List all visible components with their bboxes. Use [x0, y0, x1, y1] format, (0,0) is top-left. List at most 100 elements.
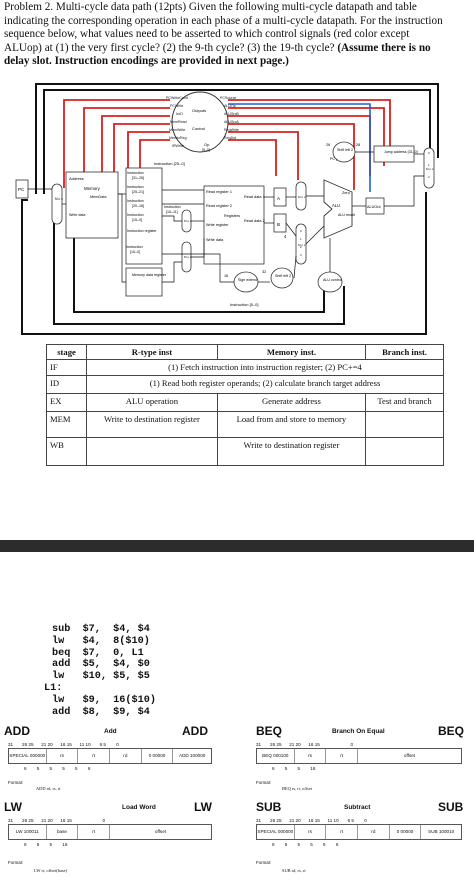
- sig-alusrca: ALUSrcA: [224, 120, 239, 124]
- ir-instruction-label-5: Instruction: [164, 205, 181, 209]
- problem-line-4: ALUop) at (1) the very first cycle? (2) …: [4, 42, 470, 56]
- mdr-label: Memory data register: [132, 273, 167, 277]
- sub-fields: SPECIAL 000000 rs rt rd 0 00000 SUB 1000…: [256, 824, 462, 840]
- sig-regdst: RegDst: [224, 136, 236, 140]
- ex-branch: Test and branch: [365, 393, 444, 412]
- stage-id: ID: [46, 375, 87, 394]
- ir-instruction-label-4: Instruction: [127, 213, 144, 217]
- add-field-widths: 6 5 5 5 5 6: [24, 766, 91, 771]
- lw-format-label: Format:: [8, 860, 24, 865]
- ir-bits-15-11: [15–11]: [166, 210, 178, 214]
- beq-format: BEQ rs, rt, offset: [282, 786, 313, 791]
- pcsrc-in-2: 2: [428, 175, 430, 179]
- table-row: ID (1) Read both register operands; (2) …: [46, 375, 444, 394]
- read-data-2: Read data 2: [244, 219, 265, 223]
- ir-bits-20-16: [20–16]: [132, 204, 144, 208]
- read-register-1: Read register 1: [206, 190, 232, 194]
- const-4: 4: [284, 234, 287, 239]
- alu-label: ALU: [332, 203, 340, 208]
- code-line-3: beq $7, 0, L1: [52, 647, 144, 659]
- add-fields: SPECIAL 000000 rs rt rd 0 00000 ADD 1000…: [8, 748, 212, 764]
- lw-field-opcode: LW 100011: [9, 825, 47, 839]
- alusrcb-in-0: 0: [300, 229, 302, 233]
- mem-branch: [365, 411, 444, 438]
- wb-branch: [365, 437, 444, 466]
- sub-field-rs: rs: [295, 825, 327, 839]
- sub-bit-positions: 31 26 25 21 20 16 15 11 10 6 5 0: [256, 818, 367, 823]
- alu-result-label: ALU result: [338, 213, 355, 217]
- stage-mem: MEM: [46, 411, 87, 438]
- lw-format: LW rt, offset(base): [34, 868, 68, 873]
- ir-instruction-label-2: Instruction: [127, 185, 144, 189]
- lw-field-rt: rt: [78, 825, 110, 839]
- problem-line-4b: (Assume there is no: [337, 41, 431, 54]
- add-bit-positions: 31 26 25 21 20 16 15 11 10 6 5 0: [8, 742, 119, 747]
- code-line-5: lw $10, $5, $5: [52, 671, 150, 683]
- lw-field-widths: 6 5 5 16: [24, 842, 68, 847]
- ir-instruction-label: Instruction: [127, 171, 144, 175]
- alusrcb-in-3: 3: [300, 253, 302, 257]
- mem-rtype: Write to destination register: [86, 411, 218, 438]
- beq-fields: BEQ 000100 rs rt offset: [256, 748, 462, 764]
- ir-bits-15-0-b: [15–0]: [130, 250, 140, 254]
- table-row: EX ALU operation Generate address Test a…: [46, 393, 444, 412]
- shift-left-2-jump: Shift left 2: [337, 148, 353, 152]
- add-field-rt: rt: [78, 749, 110, 763]
- add-field-rd: rd: [110, 749, 142, 763]
- add-subtitle: Add: [104, 728, 117, 735]
- instruction-sequence: sub $7, $4, $4 lw $4, 8($10) beq $7, 0, …: [44, 624, 156, 718]
- op-label: Op: [204, 142, 210, 147]
- outputs-label: Outputs: [192, 108, 206, 113]
- beq-bit-positions: 31 26 25 21 20 16 15 0: [256, 742, 354, 747]
- stage-if: IF: [46, 359, 87, 376]
- beq-field-offset: offset: [403, 753, 416, 759]
- table-row: MEM Write to destination register Load f…: [46, 411, 444, 438]
- sub-format-label: Format:: [256, 860, 272, 865]
- problem-line-5-text: delay slot. Instruction encodings are pr…: [4, 55, 289, 68]
- read-data-1: Read data 1: [244, 195, 265, 199]
- memory-address-label: Address: [69, 176, 84, 181]
- page-divider: [0, 540, 474, 552]
- problem-line-1: Problem 2. Multi-cycle data path (12pts)…: [4, 1, 417, 13]
- lw-fields: LW 100011 base rt offset: [8, 824, 212, 840]
- lw-subtitle: Load Word: [122, 804, 156, 811]
- beq-subtitle: Branch On Equal: [332, 728, 385, 735]
- registers-write-data: Write data: [206, 238, 224, 242]
- code-label-l1: L1:: [44, 682, 63, 694]
- memdata-label: MemData: [90, 195, 107, 199]
- mem-memory: Load from and store to memory: [216, 411, 367, 438]
- table-row: WB Write to destination register: [46, 437, 444, 466]
- pcsrc-in-0: 0: [428, 151, 430, 155]
- sig-regwrite: RegWrite: [224, 128, 239, 132]
- lw-field-base: base: [47, 825, 79, 839]
- lw-title-right: LW: [194, 800, 212, 814]
- sig-aluop: ALUOp: [224, 104, 236, 108]
- sub-field-rt: rt: [326, 825, 358, 839]
- lw-title: LW: [4, 800, 22, 814]
- sub-subtitle: Subtract: [344, 804, 371, 811]
- add-format-label: Format:: [8, 780, 24, 785]
- problem-line-4a: ALUop) at (1) the very first cycle? (2) …: [4, 41, 338, 54]
- phase-table: stage R-type inst Memory inst. Branch in…: [46, 344, 444, 466]
- sig-pcwrite: PCWrite: [170, 104, 183, 108]
- beq-title-right: BEQ: [438, 724, 465, 738]
- id-operation: (1) Read both register operands; (2) cal…: [86, 375, 444, 394]
- add-title-right: ADD: [182, 724, 208, 738]
- memory-write-data-label: Write data: [69, 213, 85, 217]
- sub-field-widths: 6 5 5 5 5 6: [272, 842, 339, 847]
- problem-line-5: delay slot. Instruction encodings are pr…: [4, 55, 470, 69]
- ir-bits-15-0: [15–0]: [132, 218, 142, 222]
- problem-line-3: sequence below, what values need to be a…: [4, 28, 410, 41]
- add-encoding: ADD Add ADD 31 26 25 21 20 16 15 11 10 6…: [4, 724, 216, 802]
- write-register: Write register: [206, 223, 229, 227]
- ir-instruction-label-3: Instruction: [127, 199, 144, 203]
- alusrcb-in-2: 2: [300, 245, 302, 249]
- code-line-2: lw $4, 8($10): [52, 635, 150, 647]
- wb-memory: Write to destination register: [216, 437, 367, 466]
- sub-encoding: SUB Subtract SUB 31 26 25 21 20 16 15 11…: [252, 800, 470, 888]
- sig-alusrcb: ALUSrcB: [224, 112, 239, 116]
- ir-bits-25-21: [25–21]: [132, 190, 144, 194]
- header-branch: Branch inst.: [365, 344, 444, 360]
- mux-alusrca: M u x: [298, 195, 306, 199]
- sig-irwrite: IRWrite: [172, 144, 184, 148]
